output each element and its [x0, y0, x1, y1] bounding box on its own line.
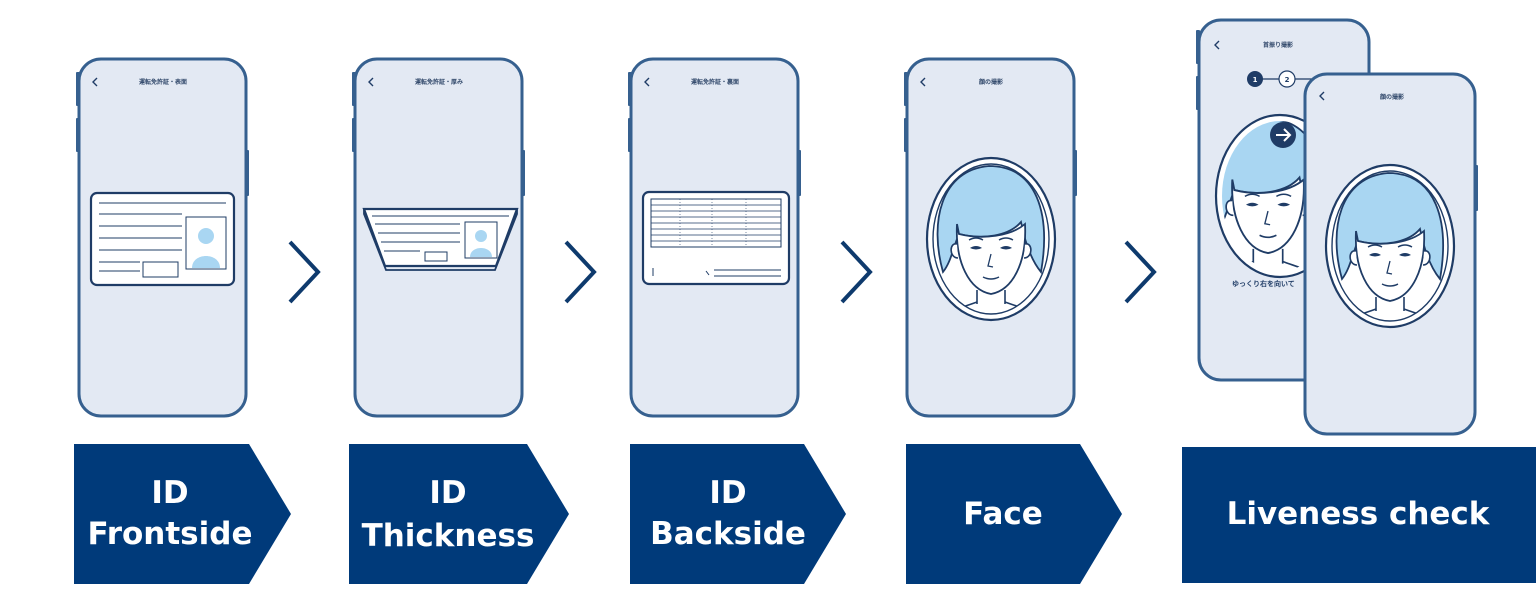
banner-label-line2: Frontside: [88, 516, 253, 552]
step-banner-liveness-check: Liveness check: [1182, 447, 1536, 583]
screen-title: 首振り撮影: [1263, 41, 1293, 49]
id-card-back-icon: [641, 190, 791, 286]
id-card-front-icon: [89, 191, 236, 287]
screen-title: 運転免許証・表面: [139, 78, 187, 86]
banner-label-line1: ID: [429, 475, 466, 511]
instruction-text: ゆっくり右を向いて: [1232, 279, 1295, 288]
next-chevron-icon: [288, 240, 321, 304]
banner-label-line1: ID: [151, 475, 188, 511]
banner-label: Face: [963, 496, 1043, 532]
step-banner-id-frontside: ID Frontside: [74, 444, 291, 584]
screen-title: 顔の撮影: [1379, 93, 1404, 101]
id-card-tilted-icon: [362, 207, 519, 271]
face-frame-icon: [1324, 163, 1456, 329]
step-number-2: 2: [1285, 76, 1290, 84]
step-banner-face: Face: [906, 444, 1122, 584]
arrow-right-icon: [1270, 122, 1296, 148]
next-chevron-icon: [564, 240, 597, 304]
phone-id-frontside: 運転免許証・表面: [76, 57, 249, 418]
banner-label-line1: ID: [709, 475, 746, 511]
banner-label-line2: Thickness: [362, 518, 535, 554]
step-banner-id-backside: ID Backside: [630, 444, 846, 584]
screen-title: 運転免許証・厚み: [415, 78, 463, 86]
phone-face: 顔の撮影: [904, 57, 1077, 418]
screen-title: 運転免許証・裏面: [691, 78, 739, 86]
step-indicator: 1 2: [1247, 70, 1320, 88]
step-number-1: 1: [1253, 76, 1258, 84]
phone-id-backside: 運転免許証・裏面: [628, 57, 801, 418]
banner-label: Liveness check: [1227, 496, 1491, 532]
next-chevron-icon: [1124, 240, 1157, 304]
step-banner-id-thickness: ID Thickness: [349, 444, 569, 584]
face-frame-icon: [925, 156, 1057, 322]
banner-label-line2: Backside: [650, 516, 806, 552]
phone-id-thickness: 運転免許証・厚み: [352, 57, 525, 418]
next-chevron-icon: [840, 240, 873, 304]
phone-liveness-face: 顔の撮影: [1303, 72, 1478, 436]
screen-title: 顔の撮影: [978, 78, 1003, 86]
